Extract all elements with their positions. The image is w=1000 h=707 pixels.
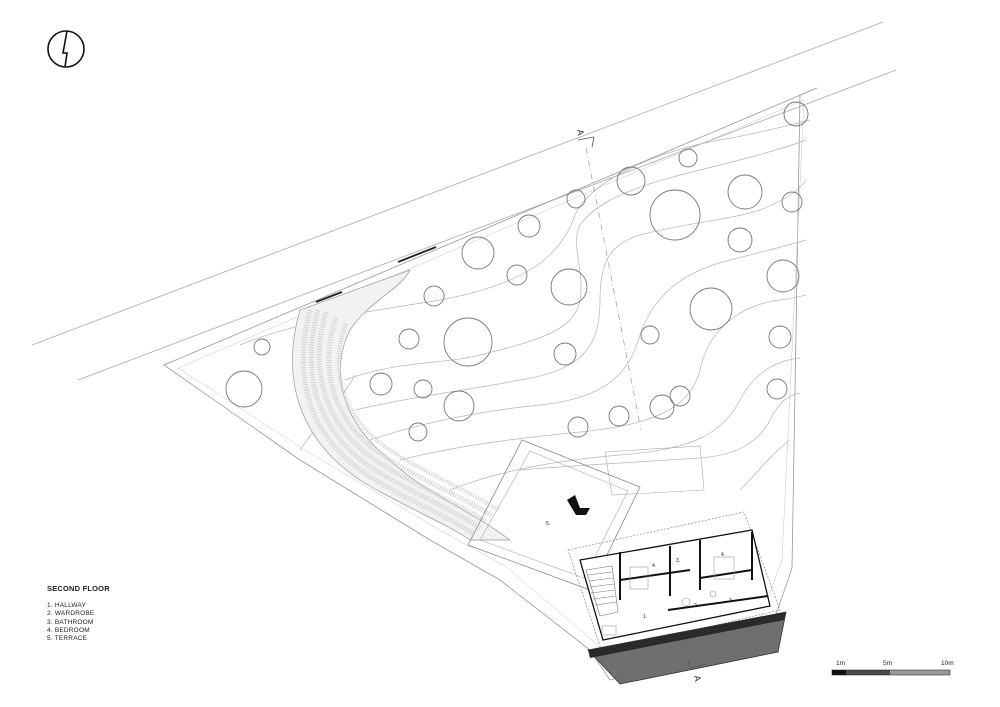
north-arrow-icon xyxy=(47,30,85,68)
room-label-terrace: 5. xyxy=(546,521,550,527)
room-label-hallway: 1. xyxy=(643,614,647,620)
legend-item-bedroom: 4. BEDROOM xyxy=(47,626,90,634)
legend-item-hallway: 1. HALLWAY xyxy=(47,602,87,609)
room-label-bedroom-a: 4. xyxy=(652,563,656,569)
scale-label-5m: 5m xyxy=(883,660,893,667)
legend-title: SECOND FLOOR xyxy=(47,584,110,593)
section-marker-top xyxy=(577,136,595,148)
tree-circles xyxy=(225,101,809,442)
scale-bar xyxy=(831,669,951,676)
section-label-top: A xyxy=(575,129,586,137)
curved-ramp xyxy=(292,246,512,541)
scale-label-10m: 10m xyxy=(941,660,954,667)
road-lines xyxy=(31,21,897,381)
legend-item-wardrobe: 2. WARDROBE xyxy=(47,610,95,618)
building-floor-plan xyxy=(567,511,787,685)
room-label-bathroom-b: 3. xyxy=(729,598,733,604)
legend: SECOND FLOOR 1. HALLWAY 2. WARDROBE 3. B… xyxy=(47,584,110,643)
room-label-bathroom-a: 3. xyxy=(676,558,680,564)
legend-item-terrace: 5. TERRACE xyxy=(47,635,88,643)
legend-item-bathroom: 3. BATHROOM xyxy=(47,618,94,626)
room-label-bedroom-b: 4. xyxy=(721,552,725,558)
room-label-wardrobe: 2. xyxy=(694,603,698,609)
section-marker-bottom xyxy=(687,659,707,669)
scale-label-1m: 1m xyxy=(836,660,846,667)
site-boundary xyxy=(163,87,818,681)
section-label-bottom: A xyxy=(692,675,703,683)
section-cut-line xyxy=(585,147,642,431)
